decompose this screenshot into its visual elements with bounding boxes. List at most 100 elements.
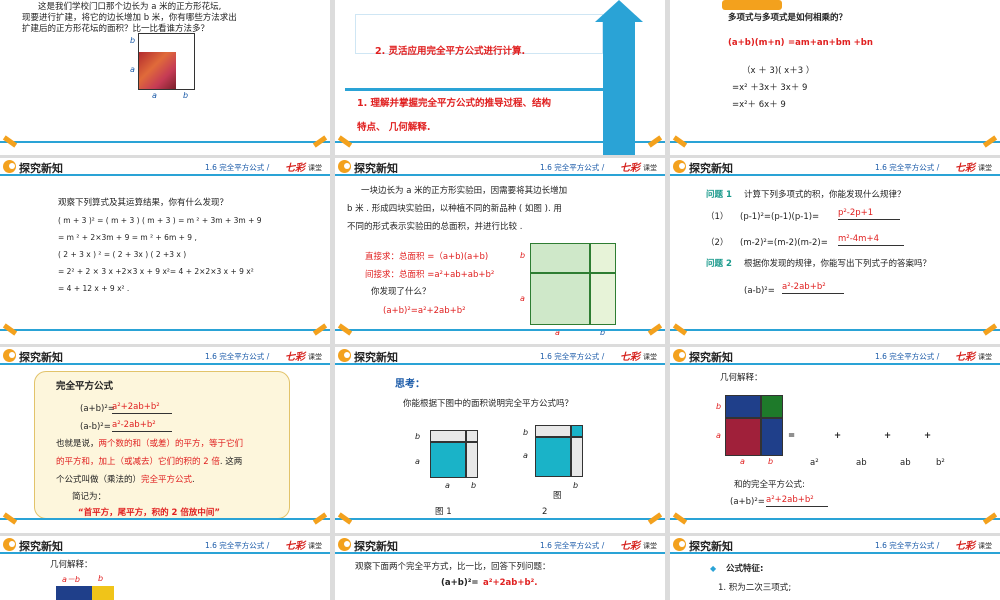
breadcrumb: 1.6 完全平方公式 / — [875, 163, 940, 172]
goal-2-end: . — [521, 46, 526, 57]
brand-logo: 七彩 — [285, 541, 305, 552]
text-line: 扩建后的正方形花坛的面积？比一比看谁方法多？ — [22, 24, 210, 34]
field-plot — [590, 273, 616, 325]
pencil-icon — [337, 323, 353, 336]
logo-icon — [3, 349, 16, 362]
slide-review[interactable]: 多项式与多项式是如何相乘的？ (a+b)(m+n) =am+an+bm +bn … — [670, 0, 1000, 155]
problem-tag: 问题 1 — [706, 190, 732, 200]
brand-suffix: 课堂 — [978, 164, 992, 172]
stair-line — [345, 88, 635, 91]
formula-answer: a²+2ab+b² — [766, 495, 828, 508]
divider — [330, 0, 335, 600]
square-top-right — [761, 395, 783, 418]
discovery-result: (a+b)²=a²+2ab+b² — [383, 306, 466, 316]
slide-footer — [335, 323, 665, 343]
logo-icon — [3, 160, 16, 173]
goal-1b-red: 特点、 几何解释 — [357, 122, 427, 133]
square-b — [466, 430, 478, 442]
item-answer: p²-2p+1 — [838, 208, 900, 221]
tag-badge — [722, 0, 782, 10]
slide-footer — [0, 512, 330, 532]
logo-icon — [3, 538, 16, 551]
logo-icon — [338, 160, 351, 173]
formula-card — [34, 371, 290, 519]
slide-footer — [670, 135, 1000, 155]
direct-area: 直接求：总面积 =（a+b)(a+b) — [365, 252, 489, 262]
item-number: （1） — [706, 212, 729, 222]
indirect-area: 间接求：总面积 =a²+ab+ab+b² — [365, 270, 495, 280]
goal-1: 1. 理解并掌握完全平方公式的推导过程、结构 — [357, 98, 551, 110]
pencil-icon — [982, 323, 998, 336]
paragraph: 一块边长为 a 米的正方形实验田，因需要将其边长增加 — [361, 186, 568, 196]
pencil-icon — [982, 512, 998, 525]
label-b: b — [98, 574, 104, 583]
item-expr: (p-1)²=(p-1)(p-1)= — [740, 212, 820, 222]
divider — [0, 344, 1000, 347]
label-b: b — [573, 481, 579, 490]
plus: + — [834, 431, 842, 441]
term: ab — [856, 458, 867, 468]
section-title: 探究新知 — [19, 351, 63, 364]
breadcrumb: 1.6 完全平方公式 / — [205, 352, 270, 361]
formula-answer: a²-2ab+b² — [112, 420, 172, 433]
statement-red: 的平方和，加上（或减去）它们的积的 2 倍 — [56, 457, 220, 467]
slide-goals[interactable]: 2. 灵活应用完全平方公式进行计算. 1. 理解并掌握完全平方公式的推导过程、结… — [335, 0, 665, 155]
pencil-icon — [2, 512, 18, 525]
slide-flowerbed[interactable]: 这是我们学校门口那个边长为 a 米的正方形花坛, 现要进行扩建，将它的边长增加 … — [0, 0, 330, 155]
brand-suffix: 课堂 — [978, 353, 992, 361]
rect-ab — [535, 425, 571, 437]
formula-lhs: (a+b)²= — [441, 578, 479, 588]
statement-text: 也就是说， — [56, 439, 99, 449]
field-plot — [530, 273, 590, 325]
label-a: a — [445, 481, 450, 490]
goal-2-red: 计算 — [502, 46, 522, 57]
slide-footer — [0, 135, 330, 155]
formula-answer: a²+2ab+b² — [112, 402, 172, 415]
brand-logo: 七彩 — [955, 163, 975, 174]
pencil-icon — [312, 512, 328, 525]
brand-logo: 七彩 — [620, 352, 640, 363]
brand-suffix: 课堂 — [308, 542, 322, 550]
square-a — [535, 437, 571, 477]
brand-logo: 七彩 — [285, 352, 305, 363]
brand-suffix: 课堂 — [978, 542, 992, 550]
goal-1b-end: . — [426, 122, 431, 133]
label-b: b — [768, 457, 774, 466]
expanded-outline — [138, 33, 195, 90]
pencil-icon — [312, 135, 328, 148]
calc-line: =x²＋ 6x＋ 9 — [732, 100, 786, 110]
item-answer: m²-4m+4 — [838, 234, 904, 247]
plus: + — [924, 431, 932, 441]
card-title: 完全平方公式 — [56, 381, 114, 392]
label-a: a — [716, 431, 721, 440]
label-b: b — [415, 432, 421, 441]
section-title: 探究新知 — [354, 540, 398, 553]
pencil-icon — [337, 512, 353, 525]
calc-line: ( m + 3 )² = ( m + 3 ) ( m + 3 ) = m ² +… — [58, 216, 262, 225]
think-label: 思考： — [395, 379, 425, 390]
section-label: 几何解释： — [720, 373, 763, 383]
statement-text: . — [192, 475, 195, 485]
logo-icon — [338, 349, 351, 362]
statement-line: 的平方和，加上（或减去）它们的积的 2 倍. 这两 — [56, 457, 242, 468]
plus: + — [884, 431, 892, 441]
brand-logo: 七彩 — [955, 541, 975, 552]
square-top-left — [725, 395, 761, 418]
brand-logo: 七彩 — [620, 541, 640, 552]
term: b² — [936, 458, 945, 468]
flowerbed-image — [138, 52, 176, 89]
pencil-icon — [672, 135, 688, 148]
